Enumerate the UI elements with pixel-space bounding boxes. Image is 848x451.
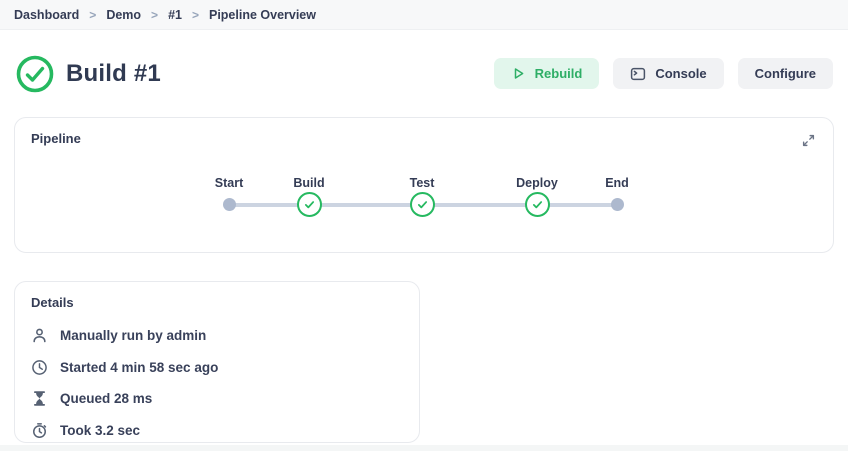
details-card-title: Details — [31, 295, 74, 310]
pipeline-card-title: Pipeline — [31, 131, 81, 146]
console-button[interactable]: Console — [613, 58, 724, 89]
breadcrumb-separator: > — [89, 7, 97, 22]
detail-row: Started 4 min 58 sec ago — [31, 352, 401, 384]
pipeline-graph: Start Build Test Deploy End — [15, 168, 833, 238]
stage-label-build: Build — [293, 176, 325, 190]
success-check-icon — [15, 54, 55, 94]
stage-label-start: Start — [214, 176, 244, 190]
stopwatch-icon — [31, 422, 48, 439]
breadcrumb-separator: > — [191, 7, 199, 22]
stage-label-deploy: Deploy — [516, 176, 558, 190]
stage-node-deploy[interactable] — [524, 192, 550, 217]
clock-icon — [31, 359, 48, 376]
breadcrumb: Dashboard > Demo > #1 > Pipeline Overview — [14, 8, 316, 22]
detail-row: Manually run by admin — [31, 320, 401, 352]
detail-text: Queued 28 ms — [60, 391, 153, 407]
page-title: Build #1 — [66, 60, 161, 87]
breadcrumb-bar: Dashboard > Demo > #1 > Pipeline Overview — [0, 0, 848, 30]
breadcrumb-item-pipeline-overview[interactable]: Pipeline Overview — [208, 7, 316, 22]
build-header: Build #1 Rebuild Console Configure — [15, 52, 833, 96]
detail-row: Took 3.2 sec — [31, 415, 401, 447]
stage-label-end: End — [605, 176, 629, 190]
stage-label-test: Test — [409, 176, 435, 190]
footer-strip — [0, 445, 848, 451]
detail-text: Manually run by admin — [60, 328, 207, 344]
hourglass-icon — [31, 390, 48, 407]
detail-row: Queued 28 ms — [31, 383, 401, 415]
breadcrumb-item-demo[interactable]: Demo — [106, 7, 142, 22]
breadcrumb-separator: > — [151, 7, 159, 22]
header-buttons: Rebuild Console Configure — [493, 58, 833, 89]
stage-node-test[interactable] — [409, 192, 435, 217]
detail-text: Took 3.2 sec — [60, 422, 141, 438]
pipeline-card: Pipeline Start Build Test Deploy End — [14, 117, 834, 253]
breadcrumb-item--1[interactable]: #1 — [168, 7, 182, 22]
rebuild-button[interactable]: Rebuild — [493, 58, 600, 89]
detail-text: Started 4 min 58 sec ago — [60, 359, 219, 375]
breadcrumb-item-dashboard[interactable]: Dashboard — [14, 7, 80, 22]
stage-node-start — [222, 198, 236, 211]
play-icon — [511, 66, 526, 81]
expand-icon[interactable] — [797, 129, 819, 151]
user-icon — [31, 327, 48, 344]
stage-node-end — [610, 198, 624, 211]
terminal-icon — [630, 66, 646, 82]
stage-node-build[interactable] — [296, 192, 322, 217]
configure-button[interactable]: Configure — [737, 58, 833, 89]
